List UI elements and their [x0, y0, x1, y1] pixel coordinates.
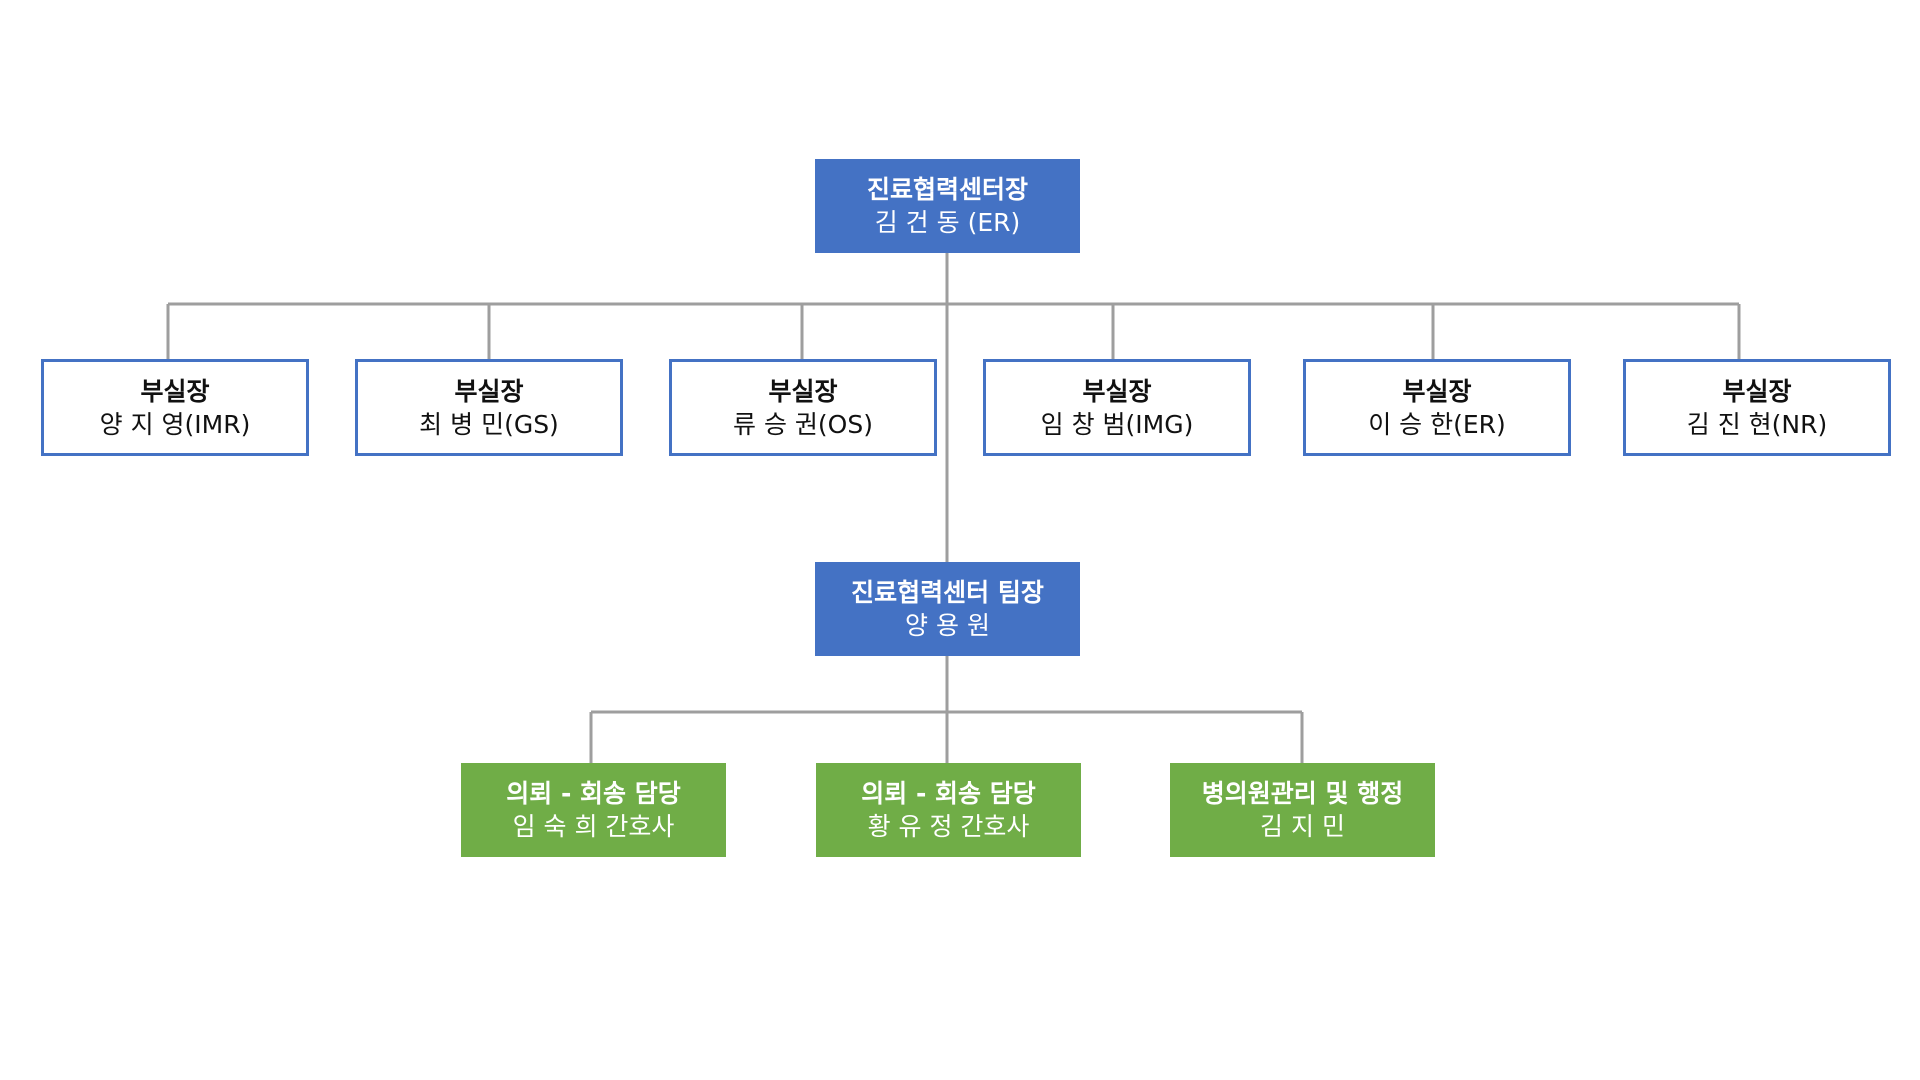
staff-name: 임 숙 희 간호사 [512, 812, 675, 841]
director-box: 진료협력센터장 김 건 동 (ER) [815, 159, 1080, 253]
staff-box: 병의원관리 및 행정 김 지 민 [1170, 763, 1435, 857]
deputy-box: 부실장 임 창 범(IMG) [983, 359, 1251, 456]
deputy-title: 부실장 [768, 376, 838, 406]
deputy-name: 이 승 한(ER) [1368, 409, 1506, 439]
staff-name: 황 유 정 간호사 [867, 812, 1030, 841]
deputy-box: 부실장 양 지 영(IMR) [41, 359, 309, 456]
deputy-box: 부실장 김 진 현(NR) [1623, 359, 1891, 456]
deputy-title: 부실장 [140, 376, 210, 406]
staff-role: 의뢰 - 회송 담당 [506, 779, 681, 808]
staff-role: 병의원관리 및 행정 [1201, 779, 1404, 808]
director-title: 진료협력센터장 [866, 175, 1028, 204]
team-lead-box: 진료협력센터 팀장 양 용 원 [815, 562, 1080, 656]
deputy-title: 부실장 [454, 376, 524, 406]
team-lead-name: 양 용 원 [905, 611, 990, 640]
deputy-name: 최 병 민(GS) [419, 409, 559, 439]
staff-box: 의뢰 - 회송 담당 임 숙 희 간호사 [461, 763, 726, 857]
deputy-name: 김 진 현(NR) [1686, 409, 1828, 439]
deputy-title: 부실장 [1722, 376, 1792, 406]
deputy-title: 부실장 [1402, 376, 1472, 406]
deputy-name: 양 지 영(IMR) [99, 409, 251, 439]
deputy-title: 부실장 [1082, 376, 1152, 406]
staff-name: 김 지 민 [1260, 812, 1345, 841]
team-lead-title: 진료협력센터 팀장 [851, 578, 1044, 607]
staff-role: 의뢰 - 회송 담당 [861, 779, 1036, 808]
director-name: 김 건 동 (ER) [874, 208, 1021, 237]
staff-box: 의뢰 - 회송 담당 황 유 정 간호사 [816, 763, 1081, 857]
deputy-name: 임 창 범(IMG) [1040, 409, 1194, 439]
deputy-box: 부실장 이 승 한(ER) [1303, 359, 1571, 456]
deputy-box: 부실장 류 승 권(OS) [669, 359, 937, 456]
deputy-box: 부실장 최 병 민(GS) [355, 359, 623, 456]
deputy-name: 류 승 권(OS) [733, 409, 873, 439]
